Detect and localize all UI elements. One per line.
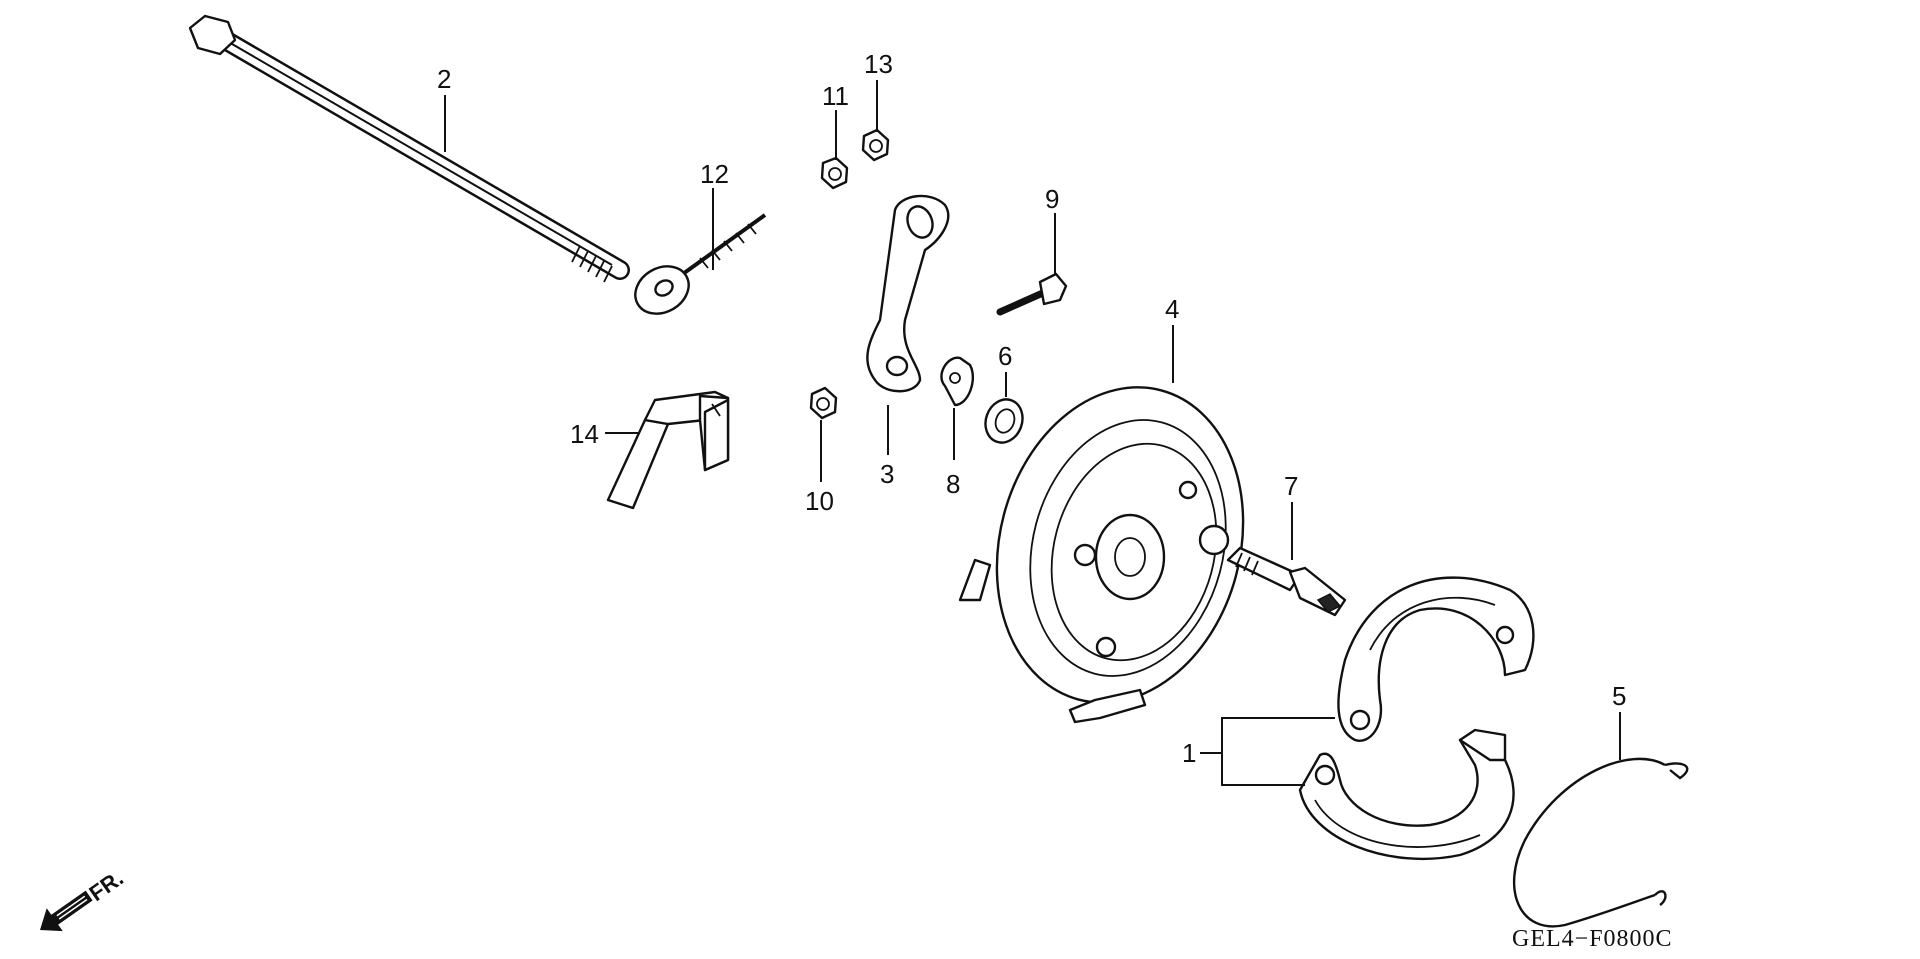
front-direction-arrow xyxy=(40,890,93,932)
brake-panel-part-4[interactable] xyxy=(958,359,1277,730)
callout-2: 2 xyxy=(437,64,451,94)
callout-4: 4 xyxy=(1165,294,1179,324)
callout-12: 12 xyxy=(700,159,729,189)
brake-shoe-lower-part-1[interactable] xyxy=(1298,728,1515,860)
leader-lines xyxy=(444,80,1621,786)
callout-5: 5 xyxy=(1612,681,1626,711)
axle-part-2[interactable] xyxy=(188,14,630,283)
callout-10: 10 xyxy=(805,486,834,516)
nut-part-11[interactable] xyxy=(820,156,849,190)
callout-1: 1 xyxy=(1182,738,1196,768)
callout-14: 14 xyxy=(570,419,599,449)
seal-part-6[interactable] xyxy=(980,394,1029,448)
brake-cam-part-7[interactable] xyxy=(1226,546,1347,617)
callout-11: 11 xyxy=(822,81,849,111)
indicator-plate-part-8[interactable] xyxy=(940,356,975,407)
callout-13: 13 xyxy=(864,49,893,79)
callout-7: 7 xyxy=(1284,471,1298,501)
callout-9: 9 xyxy=(1045,184,1059,214)
bolt-part-9[interactable] xyxy=(996,272,1068,316)
brake-shoe-upper-part-1[interactable] xyxy=(1337,576,1535,742)
diagram-reference-code: GEL4−F0800C xyxy=(1512,926,1673,952)
nut-part-10[interactable] xyxy=(809,386,838,420)
chain-adjuster-part-12[interactable] xyxy=(627,213,767,323)
shoe-spring-part-5[interactable] xyxy=(1512,757,1689,928)
stopper-arm-part-14[interactable] xyxy=(606,390,730,510)
callout-6: 6 xyxy=(998,341,1012,371)
callout-labels: 2 12 11 13 9 14 3 10 6 8 4 7 1 5 xyxy=(437,49,1626,768)
brake-arm-part-3[interactable] xyxy=(866,194,950,393)
callout-3: 3 xyxy=(880,459,894,489)
nut-part-13[interactable] xyxy=(861,128,890,162)
callout-8: 8 xyxy=(946,469,960,499)
